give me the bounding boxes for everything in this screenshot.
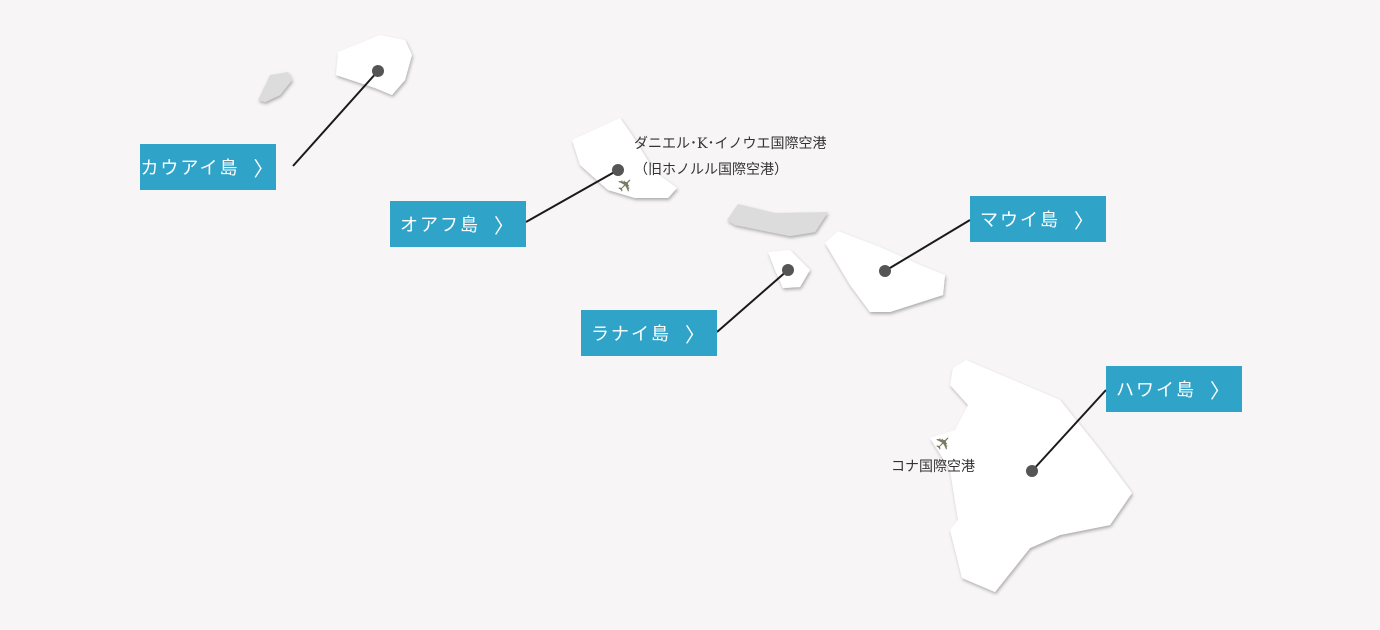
lanai-leader-line <box>716 269 789 333</box>
lanai-label: ラナイ島 <box>591 324 671 345</box>
kauai-island[interactable] <box>336 35 412 95</box>
lanai-button[interactable]: ラナイ島〉 <box>581 310 717 356</box>
maui-leader-line <box>884 219 971 272</box>
honolulu-airport-former-name: （旧ホノルル国際空港） <box>634 162 788 178</box>
chevron-right-icon: 〉 <box>494 213 516 238</box>
kona-airport-name: コナ国際空港 <box>891 459 975 475</box>
chevron-right-icon: 〉 <box>253 156 276 181</box>
niihau-island <box>258 72 292 102</box>
lanai-marker <box>782 264 794 276</box>
hawaii-label: ハワイ島 <box>1116 380 1196 401</box>
hawaii-marker <box>1026 465 1038 477</box>
oahu-marker <box>612 164 624 176</box>
maui-label: マウイ島 <box>980 210 1060 231</box>
chevron-right-icon: 〉 <box>685 322 707 347</box>
kauai-label: カウアイ島 <box>140 158 240 179</box>
oahu-label: オアフ島 <box>400 215 480 236</box>
chevron-right-icon: 〉 <box>1210 378 1232 403</box>
kauai-button[interactable]: カウアイ島〉 <box>140 144 276 190</box>
kauai-marker <box>372 65 384 77</box>
kauai-leader-line <box>292 70 379 167</box>
maui-button[interactable]: マウイ島〉 <box>970 196 1106 242</box>
oahu-button[interactable]: オアフ島〉 <box>390 201 526 247</box>
hawaii-leader-line <box>1031 389 1107 472</box>
hawaii-button[interactable]: ハワイ島〉 <box>1106 366 1242 412</box>
chevron-right-icon: 〉 <box>1074 208 1096 233</box>
honolulu-airport-name: ダニエル･K･イノウエ国際空港 <box>634 136 827 152</box>
molokai-island <box>727 204 828 236</box>
oahu-island[interactable] <box>572 118 677 198</box>
oahu-leader-line <box>525 169 619 223</box>
maui-marker <box>879 265 891 277</box>
